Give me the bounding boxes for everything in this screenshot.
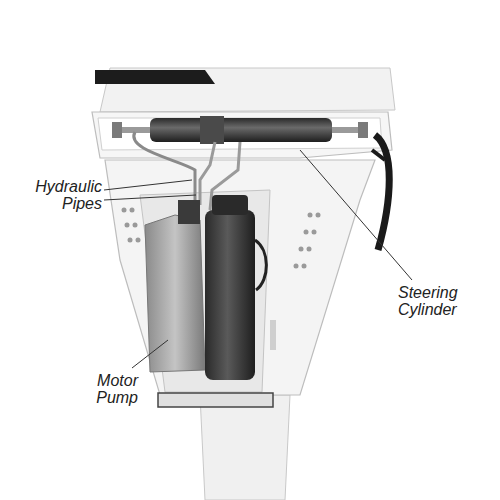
pump-cavity: [140, 190, 270, 392]
leader-line: [300, 150, 412, 280]
hose-clip: [372, 150, 385, 160]
lower-leg: [200, 395, 290, 500]
part-label: Steering Cylinder: [398, 284, 484, 318]
pump-reservoir: [145, 215, 205, 372]
mid-housing: [105, 160, 375, 395]
leader-line: [104, 195, 196, 200]
leader-line: [104, 180, 192, 190]
pump-cap: [178, 200, 200, 224]
part-label: Hydraulic Pipes: [18, 178, 102, 212]
steering-cylinder: [150, 118, 332, 142]
cylinder-bracket: [92, 112, 392, 158]
part-label: Motor Pump: [58, 372, 138, 406]
pump-motor: [205, 210, 255, 380]
hydraulic-pipe: [134, 132, 195, 200]
motor-wire: [255, 240, 266, 290]
rod-end: [112, 122, 122, 138]
slot: [270, 320, 276, 350]
leader-line: [132, 340, 168, 368]
mount-plate: [158, 393, 273, 407]
rod-end: [358, 122, 368, 138]
cowling-band: [95, 70, 215, 84]
cylinder-collar: [200, 116, 224, 144]
motor-top: [212, 195, 248, 215]
